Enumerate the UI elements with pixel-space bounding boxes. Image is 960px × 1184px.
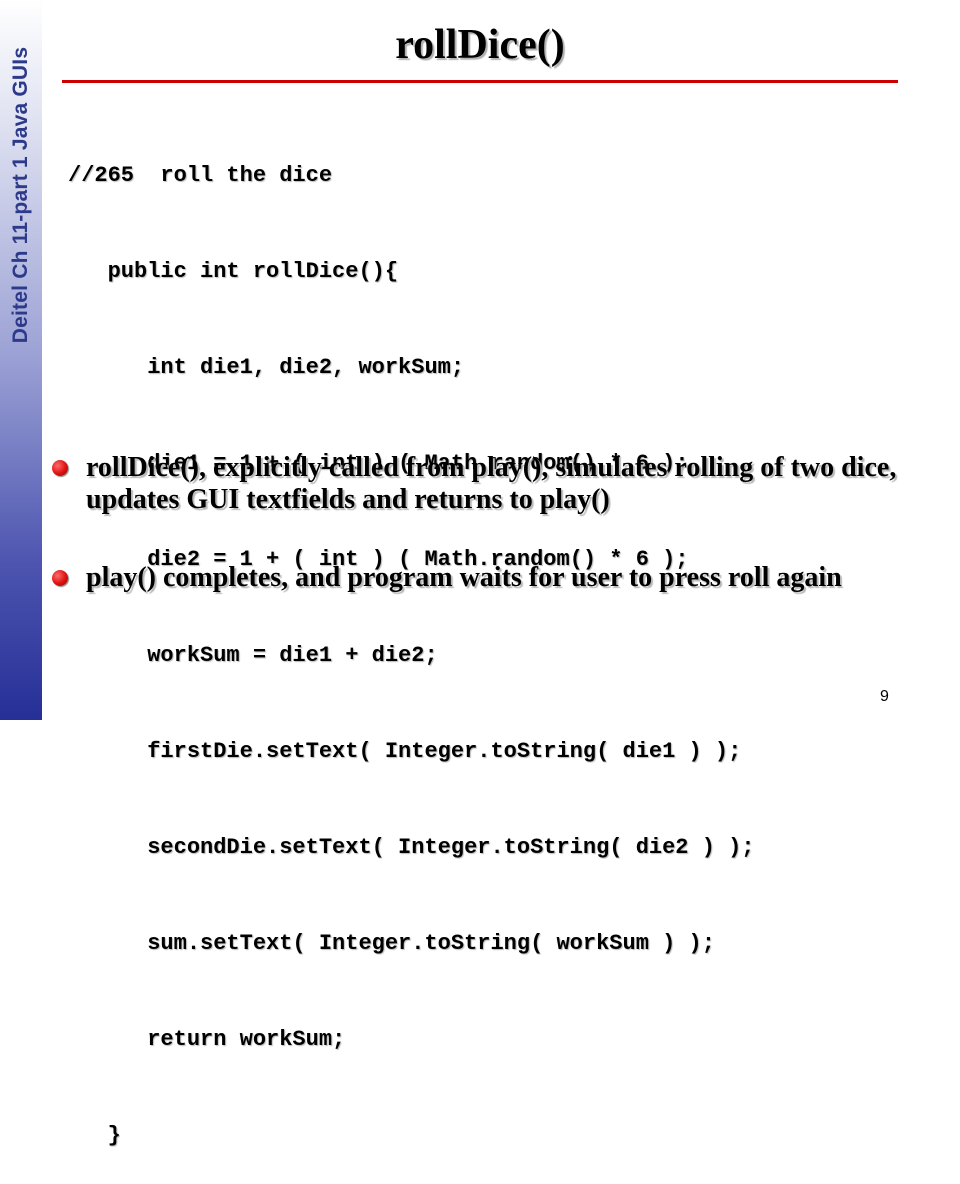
code-line: sum.setText( Integer.toString( workSum )…: [68, 931, 715, 956]
code-line: workSum = die1 + die2;: [68, 643, 438, 668]
bullet-icon: [52, 460, 68, 476]
bullet-item: rollDice(), explicitly called from play(…: [50, 452, 910, 516]
bullet-item: play() completes, and program waits for …: [50, 562, 910, 594]
bullet-text: play() completes, and program waits for …: [86, 562, 842, 593]
bullet-icon: [52, 570, 68, 586]
sidebar-gradient: [0, 0, 42, 720]
bullet-text: rollDice(), explicitly called from play(…: [86, 452, 897, 515]
code-line: }: [68, 1123, 121, 1148]
code-line: die2 = 1 + ( int ) ( Math.random() * 6 )…: [68, 547, 689, 572]
code-line: secondDie.setText( Integer.toString( die…: [68, 835, 755, 860]
code-line: public int rollDice(){: [68, 259, 399, 284]
code-line: firstDie.setText( Integer.toString( die1…: [68, 739, 742, 764]
code-line: return workSum;: [68, 1027, 346, 1052]
title-rule: [62, 80, 898, 83]
code-line: die1 = 1 + ( int ) ( Math.random() * 6 )…: [68, 451, 689, 476]
code-line: //265 roll the dice: [68, 163, 333, 188]
slide-title: rollDice(): [395, 22, 565, 68]
code-block: //265 roll the dice public int rollDice(…: [68, 96, 755, 1184]
page-number: 9: [880, 688, 889, 705]
sidebar-label: Deitel Ch 11-part 1 Java GUIs: [9, 46, 32, 344]
bullet-list: rollDice(), explicitly called from play(…: [50, 452, 910, 594]
code-line: int die1, die2, workSum;: [68, 355, 465, 380]
